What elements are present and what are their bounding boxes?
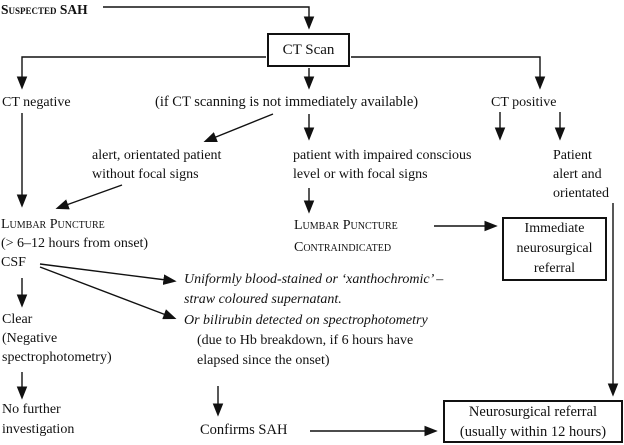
node-immediate-neurosurgical-referral: Immediate neurosurgical referral: [502, 217, 607, 281]
label-clear-csf: Clear (Negative spectrophotometry): [2, 310, 112, 367]
text-line: alert, orientated patient: [92, 148, 222, 163]
text-line: Clear: [2, 312, 33, 327]
arrow-ctscan-to-ct-negative: [16, 56, 266, 90]
csf-label: CSF: [1, 255, 26, 270]
text-line: neurosurgical: [516, 241, 593, 256]
text-line: Contraindicated: [294, 240, 392, 255]
lumbar-puncture-title: Lumbar Puncture: [1, 217, 105, 232]
text-line: level or with focal signs: [293, 167, 428, 182]
label-confirms-sah: Confirms SAH: [200, 422, 288, 438]
label-no-further-investigation: No further investigation: [2, 400, 74, 440]
text-line: investigation: [2, 422, 75, 437]
label-bilirubin: Or bilirubin detected on spectrophotomet…: [184, 313, 428, 328]
text-line: orientated: [553, 186, 609, 201]
arrow-ctscan-to-ct-positive: [351, 56, 546, 90]
ct-scan-label: CT Scan: [282, 42, 335, 58]
text-line: patient with impaired conscious: [293, 148, 472, 163]
label-ct-negative: CT negative: [2, 95, 71, 110]
text-line: Immediate: [524, 221, 585, 236]
text-line: spectrophotometry): [2, 350, 112, 365]
text-line: (due to Hb breakdown, if 6 hours have: [197, 333, 414, 348]
label-ct-positive: CT positive: [491, 95, 557, 110]
text-line: referral: [533, 261, 576, 276]
label-if-ct-unavailable: (if CT scanning is not immediately avail…: [155, 94, 419, 110]
label-patient-alert-orientated: Patient alert and orientated: [553, 146, 609, 203]
arrow-alert-patient-to-lp: [55, 184, 123, 210]
label-alert-patient: alert, orientated patient without focal …: [92, 146, 221, 184]
label-impaired-patient: patient with impaired conscious level or…: [293, 146, 471, 184]
text-line: (Negative: [2, 331, 58, 346]
arrow-suspected-to-ctscan: [103, 6, 315, 30]
label-lumbar-puncture: Lumbar Puncture (> 6–12 hours from onset…: [1, 215, 148, 272]
label-suspected-sah: Suspected SAH: [1, 2, 88, 17]
arrow-csf-to-xanthochromic: [39, 263, 177, 285]
node-neurosurgical-referral: Neurosurgical referral (usually within 1…: [443, 400, 623, 443]
label-bilirubin-note: (due to Hb breakdown, if 6 hours have el…: [197, 331, 413, 371]
node-ct-scan: CT Scan: [267, 33, 350, 67]
text-line: elapsed since the onset): [197, 353, 330, 368]
text-line: Uniformly blood-stained or ‘xanthochromi…: [184, 272, 444, 287]
text-line: (usually within 12 hours): [459, 423, 607, 440]
label-lp-contraindicated: Lumbar Puncture Contraindicated: [294, 215, 398, 259]
label-xanthochromic: Uniformly blood-stained or ‘xanthochromi…: [184, 270, 443, 310]
text-line: alert and: [553, 167, 602, 182]
text-line: Neurosurgical referral: [468, 403, 598, 420]
text-line: straw coloured supernatant.: [184, 292, 342, 307]
arrow-ifct-to-alert-patient: [203, 113, 274, 142]
arrow-csf-to-bilirubin: [39, 266, 177, 320]
lumbar-puncture-timing: (> 6–12 hours from onset): [1, 236, 149, 251]
text-line: Patient: [553, 148, 592, 163]
text-line: without focal signs: [92, 167, 199, 182]
text-line: Lumbar Puncture: [294, 218, 398, 233]
text-line: No further: [2, 402, 61, 417]
